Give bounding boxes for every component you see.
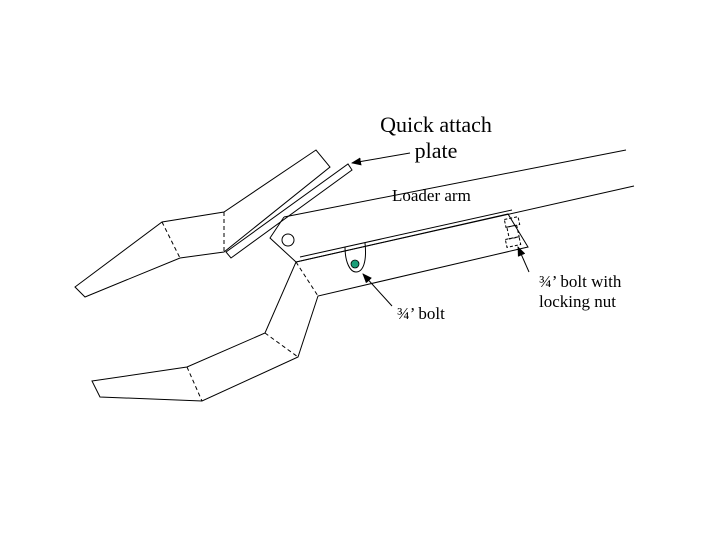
loader-arm-pivot-hole <box>281 233 295 247</box>
upper-bracket-fold-1 <box>161 221 181 259</box>
label-bolt-lock-line2: locking nut <box>539 292 616 312</box>
label-bolt-lock-line1: ¾’ bolt with <box>539 272 622 291</box>
upper-bracket <box>74 149 331 298</box>
lower-bracket-outline <box>91 213 529 402</box>
bolt-head <box>350 259 360 269</box>
bolt-slot-outline <box>344 242 366 273</box>
locking-nut-bolt-nut <box>504 236 522 248</box>
arrow-quick-attach <box>351 152 411 166</box>
label-quick-attach-line2: plate <box>414 138 458 164</box>
label-quick-attach-line1: Quick attach <box>380 112 492 137</box>
lower-bracket-inner-line <box>299 209 513 258</box>
lower-bracket-fold-3 <box>295 261 319 297</box>
quick-attach-plate-outline <box>225 163 353 259</box>
quick-attach-plate <box>225 163 353 259</box>
label-loader-arm: Loader arm <box>392 186 471 205</box>
lower-bracket-fold-2 <box>264 332 299 358</box>
locking-nut-bolt-head <box>503 216 521 228</box>
lower-bracket-fold-1 <box>186 366 203 402</box>
arrow-locking-nut <box>517 246 530 273</box>
locking-nut-bolt <box>503 216 522 248</box>
upper-bracket-outline <box>74 149 331 298</box>
bolt-slot <box>344 242 366 273</box>
lower-bracket <box>91 209 529 402</box>
arrow-bolt <box>362 273 393 307</box>
loader-arm-end <box>269 216 297 263</box>
label-bolt-locking-nut: ¾’ bolt with locking nut <box>539 272 621 313</box>
label-bolt: ¾’ bolt <box>397 304 445 323</box>
locking-nut-bolt-shank <box>506 224 520 240</box>
loader-arm-top-edge <box>283 149 627 218</box>
label-quick-attach-plate: Quick attach plate <box>371 112 501 165</box>
